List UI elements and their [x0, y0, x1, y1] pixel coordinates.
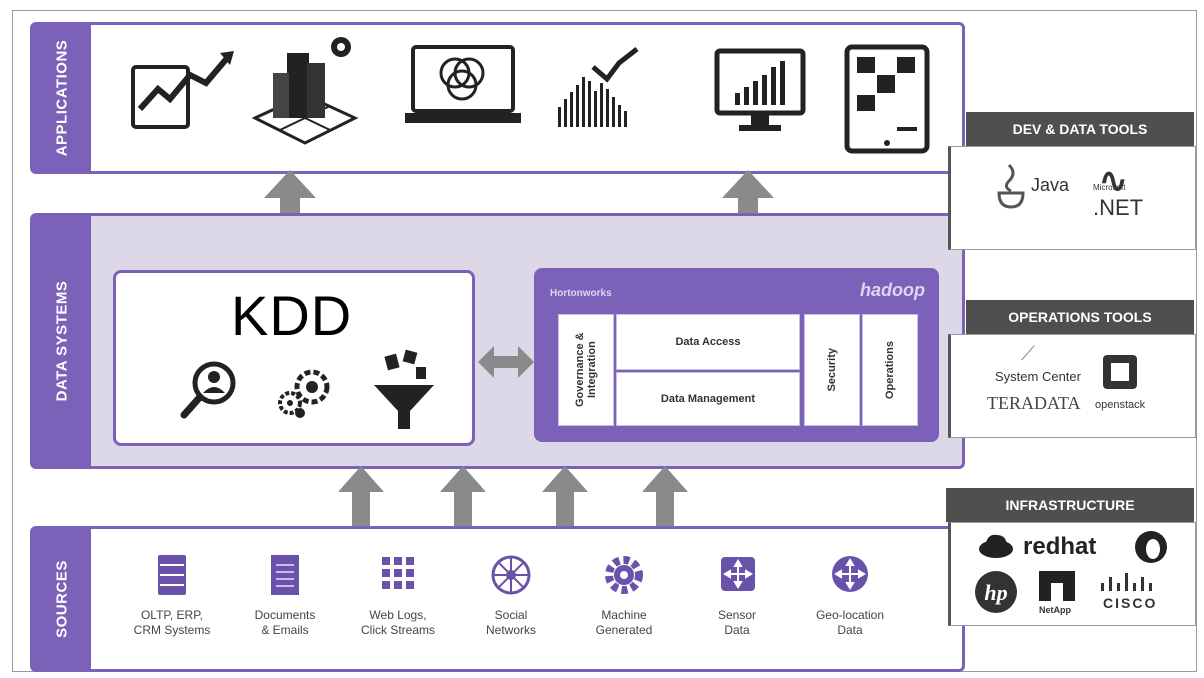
sensor-icon: [721, 557, 755, 591]
security-cell: Security: [804, 314, 860, 426]
teradata-logo: TERADATA: [987, 393, 1081, 413]
cisco-bars-icon: [1101, 573, 1152, 591]
sources-band: SOURCES OLTP, ERP,CRM Systems Documents&…: [30, 526, 965, 672]
hadoop-platform: Hortonworks hadoop Governance & Integrat…: [534, 268, 939, 442]
dev-tools-box: Java ∿ Microsoft .NET: [948, 146, 1196, 250]
kdd-box: KDD: [113, 270, 475, 446]
governance-cell: Governance & Integration: [558, 314, 614, 426]
hortonworks-logo: Hortonworks: [550, 288, 612, 299]
dotnet-logo: .NET: [1093, 195, 1144, 220]
grid-icon: [382, 557, 414, 589]
system-center-icon: ⟋: [1021, 343, 1035, 365]
redhat-icon: [979, 534, 1013, 558]
data-access-cell: Data Access: [616, 314, 800, 370]
redhat-logo: redhat: [1023, 533, 1097, 560]
sources-label: SOURCES: [33, 529, 91, 669]
operations-tools-title: OPERATIONS TOOLS: [966, 300, 1194, 334]
operations-cell: Operations: [862, 314, 918, 426]
source-oltp: OLTP, ERP,CRM Systems: [117, 553, 227, 638]
cisco-logo: CISCO: [1103, 595, 1158, 611]
data-management-cell: Data Management: [616, 372, 800, 426]
hp-icon: hp: [975, 571, 1017, 613]
gear-icon: [605, 556, 643, 594]
funnel-icon: [374, 349, 434, 429]
source-arrow-1: [338, 466, 384, 526]
trend-bars-icon: [558, 47, 639, 127]
kdd-hadoop-arrow: [478, 346, 534, 378]
hadoop-logo: hadoop: [860, 280, 925, 300]
operations-tools-box: ⟋ System Center TERADATA openstack: [948, 334, 1196, 438]
openstack-logo: openstack: [1095, 399, 1146, 411]
document-icon: [271, 555, 299, 595]
tablet-chart-icon: [131, 51, 234, 129]
infrastructure-title: INFRASTRUCTURE: [946, 488, 1194, 522]
dotnet-wave-icon: ∿: [1099, 162, 1128, 200]
netapp-icon: [1039, 571, 1075, 601]
source-documents: Documents& Emails: [230, 553, 340, 638]
infrastructure-box: redhat hp NetApp CISCO: [948, 522, 1196, 626]
java-logo: Java: [1031, 175, 1070, 195]
server-icon: [158, 555, 186, 595]
tablet-dashboard-icon: [844, 44, 930, 154]
system-center-logo: System Center: [995, 369, 1081, 384]
netapp-logo: NetApp: [1039, 605, 1071, 615]
source-weblogs: Web Logs,Click Streams: [343, 553, 453, 638]
geo-icon: [832, 556, 868, 592]
svg-text:hp: hp: [984, 580, 1007, 605]
applications-label: APPLICATIONS: [33, 25, 91, 171]
gears-icon: [278, 369, 330, 418]
source-arrow-2: [440, 466, 486, 526]
java-cup-icon: [997, 163, 1025, 209]
laptop-venn-icon: [405, 45, 521, 123]
applications-band: APPLICATIONS: [30, 22, 965, 174]
penguin-icon: [1135, 531, 1167, 563]
city-building-icon: [251, 37, 359, 145]
dev-tools-title: DEV & DATA TOOLS: [966, 112, 1194, 146]
monitor-chart-icon: [714, 48, 806, 131]
data-systems-label: DATA SYSTEMS: [33, 216, 91, 466]
network-icon: [491, 555, 531, 595]
microsoft-label: Microsoft: [1093, 183, 1126, 192]
source-arrow-4: [642, 466, 688, 526]
kdd-title: KDD: [231, 284, 353, 347]
openstack-icon: [1103, 355, 1137, 389]
source-arrow-3: [542, 466, 588, 526]
user-search-icon: [180, 361, 236, 419]
